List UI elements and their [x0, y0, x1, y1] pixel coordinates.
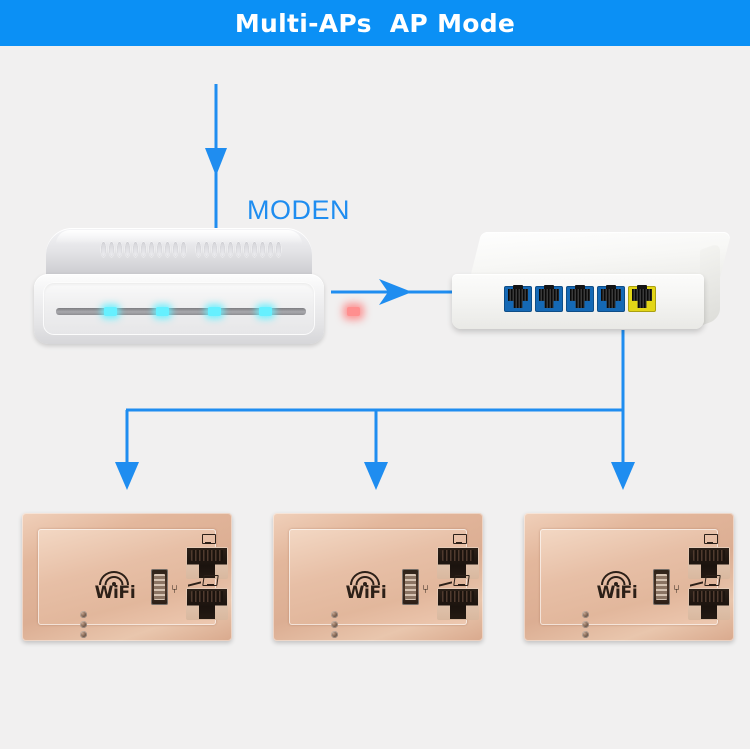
rj45-slot-bottom — [437, 575, 479, 620]
modem-led-3 — [208, 307, 221, 316]
header-banner: Multi-APs AP Mode — [0, 0, 750, 46]
rj45-jack-2 — [186, 588, 228, 620]
wifi-label-1: WiFi — [94, 583, 136, 603]
wall-ap-panel-2: WiFi ⑂ — [273, 513, 483, 641]
indicator-led-1 — [331, 611, 338, 618]
indicator-led-3 — [80, 631, 87, 638]
switch-front-body — [452, 274, 704, 329]
monitor-icon — [702, 534, 718, 546]
rj45-jack-1 — [688, 547, 730, 579]
usb-symbol-icon: ⑂ — [171, 582, 179, 596]
arrow-modem-to-switch — [331, 279, 452, 305]
monitor-icon — [200, 534, 216, 546]
rj45-jack-1 — [437, 547, 479, 579]
rj45-slot-top — [186, 534, 228, 579]
wall-ap-1-indicator-leds — [80, 611, 87, 641]
usb-symbol-icon: ⑂ — [673, 582, 681, 596]
modem-vents-left — [101, 242, 186, 257]
page-title: Multi-APs AP Mode — [234, 8, 516, 38]
arrow-bus-to-ap-3 — [611, 410, 635, 490]
usb-port-group-2: ⑂ — [402, 569, 429, 605]
usb-port-icon — [402, 569, 419, 605]
network-monitor-icon — [690, 575, 724, 588]
switch-top-shell — [470, 232, 732, 278]
arrow-bus-to-ap-1 — [115, 410, 139, 490]
network-monitor-icon — [439, 575, 473, 588]
wall-ap-2-faceplate: WiFi ⑂ — [289, 529, 479, 638]
switch-port-lan-1 — [504, 285, 532, 312]
indicator-led-3 — [582, 631, 589, 638]
monitor-icon — [451, 534, 467, 546]
switch-port-lan-4 — [597, 285, 625, 312]
wall-ap-1-faceplate: WiFi ⑂ — [38, 529, 228, 638]
rj45-slot-bottom — [186, 575, 228, 620]
usb-port-icon — [653, 569, 670, 605]
modem-led-2 — [156, 307, 169, 316]
wifi-signal-icon — [350, 571, 380, 586]
wifi-logo-3: WiFi — [587, 571, 647, 607]
rj45-slot-bottom — [688, 575, 730, 620]
modem-led-1 — [104, 307, 117, 316]
usb-port-icon — [151, 569, 168, 605]
indicator-led-3 — [331, 631, 338, 638]
moden-label: MODEN — [247, 195, 350, 225]
modem-led-strip — [56, 307, 360, 316]
modem-led-4 — [259, 307, 272, 316]
wifi-signal-icon — [601, 571, 631, 586]
indicator-led-2 — [331, 621, 338, 628]
usb-port-group-1: ⑂ — [151, 569, 178, 605]
indicator-led-2 — [582, 621, 589, 628]
switch-port-lan-2 — [535, 285, 563, 312]
indicator-led-2 — [80, 621, 87, 628]
wifi-label-2: WiFi — [345, 583, 387, 603]
wall-ap-panel-1: WiFi ⑂ — [22, 513, 232, 641]
wifi-logo-1: WiFi — [85, 571, 145, 607]
modem-front-body — [34, 274, 360, 344]
wall-ap-3-indicator-leds — [582, 611, 589, 641]
wifi-logo-2: WiFi — [336, 571, 396, 607]
wifi-label-3: WiFi — [596, 583, 638, 603]
modem-led-5-power — [347, 307, 360, 316]
usb-symbol-icon: ⑂ — [422, 582, 430, 596]
switch-port-wan — [628, 285, 656, 312]
indicator-led-1 — [80, 611, 87, 618]
arrow-internet-to-modem — [205, 84, 227, 240]
rj45-group-1 — [186, 534, 228, 629]
wifi-signal-icon — [99, 571, 129, 586]
switch-port-row — [504, 285, 656, 312]
indicator-led-1 — [582, 611, 589, 618]
rj45-jack-1 — [186, 547, 228, 579]
arrow-bus-to-ap-2 — [364, 410, 388, 490]
switch-port-lan-3 — [566, 285, 594, 312]
rj45-group-2 — [437, 534, 479, 629]
rj45-slot-top — [437, 534, 479, 579]
usb-port-group-3: ⑂ — [653, 569, 680, 605]
modem-vents-right — [196, 242, 281, 257]
switch-device — [452, 232, 732, 334]
rj45-jack-2 — [437, 588, 479, 620]
rj45-slot-top — [688, 534, 730, 579]
wall-ap-2-indicator-leds — [331, 611, 338, 641]
wall-ap-3-faceplate: WiFi ⑂ — [540, 529, 730, 638]
network-monitor-icon — [188, 575, 222, 588]
wall-ap-panel-3: WiFi ⑂ — [524, 513, 734, 641]
modem-device — [34, 228, 360, 344]
rj45-jack-2 — [688, 588, 730, 620]
rj45-group-3 — [688, 534, 730, 629]
